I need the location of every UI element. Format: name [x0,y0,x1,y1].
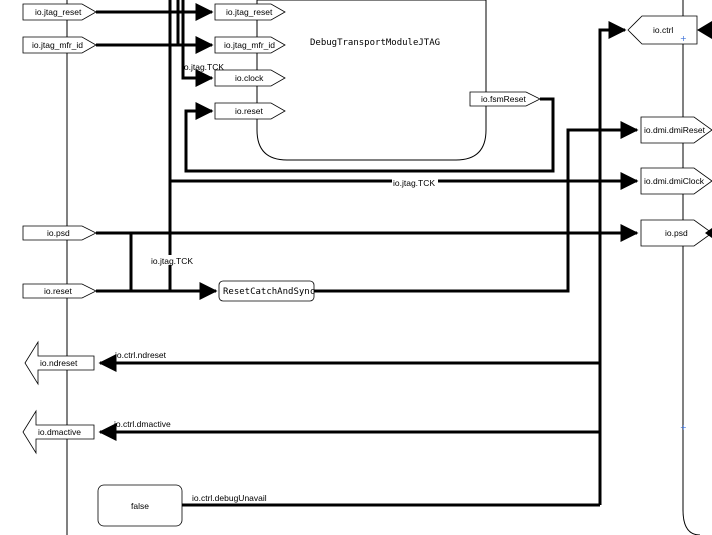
svg-text:io.dmi.dmiReset: io.dmi.dmiReset [644,125,706,135]
wire-label-jtag-tck-middle: io.jtag.TCK [393,178,435,188]
svg-text:io.psd: io.psd [665,228,688,238]
dtm-module-box [256,0,487,161]
dtm-port-reset[interactable]: io.reset [214,102,286,120]
wire-label-ctrl-ndreset: io.ctrl.ndreset [115,350,167,360]
svg-text:io.jtag_reset: io.jtag_reset [35,7,82,17]
svg-text:io.ctrl: io.ctrl [653,25,673,35]
right-port-ctrl[interactable]: io.ctrl [627,15,712,45]
left-port-reset[interactable]: io.reset [22,283,97,299]
svg-text:io.psd: io.psd [47,228,70,238]
wire-label-jtag-tck-lower: io.jtag.TCK [151,256,193,266]
right-port-dmi-clock[interactable]: io.dmi.dmiClock [640,167,712,195]
svg-text:io.jtag_mfr_id: io.jtag_mfr_id [224,40,275,50]
junction-mark-top: + [680,34,687,43]
right-boundary-line [682,0,701,535]
svg-text:io.ndreset: io.ndreset [40,358,78,368]
wire-label-ctrl-debug-unavail: io.ctrl.debugUnavail [192,493,267,503]
svg-text:io.reset: io.reset [44,286,73,296]
svg-text:ResetCatchAndSync: ResetCatchAndSync [223,287,315,297]
wires [96,0,639,507]
right-port-psd[interactable]: io.psd [640,219,712,247]
svg-text:io.reset: io.reset [235,106,264,116]
svg-text:io.dmactive: io.dmactive [38,427,81,437]
reset-catch-and-sync-block[interactable]: ResetCatchAndSync [218,280,315,302]
dtm-port-jtag-mfr-id[interactable]: io.jtag_mfr_id [214,36,286,54]
junction-mark-bottom: + [680,423,687,432]
right-port-dmi-reset[interactable]: io.dmi.dmiReset [640,116,712,144]
svg-text:io.fsmReset: io.fsmReset [481,94,527,104]
dtm-port-fsm-reset[interactable]: io.fsmReset [469,91,541,107]
left-port-dmactive[interactable]: io.dmactive [22,409,95,455]
dtm-port-clock[interactable]: io.clock [214,69,286,87]
dtm-module-title: DebugTransportModuleJTAG [310,38,440,48]
svg-text:false: false [131,501,149,511]
left-port-ndreset[interactable]: io.ndreset [24,340,95,386]
svg-text:io.dmi.dmiClock: io.dmi.dmiClock [644,176,705,186]
wire-label-jtag-tck-upper: io.jtag.TCK [182,62,224,72]
left-port-psd[interactable]: io.psd [22,225,97,241]
svg-text:io.clock: io.clock [235,73,264,83]
svg-text:io.jtag_mfr_id: io.jtag_mfr_id [32,40,83,50]
svg-text:io.jtag_reset: io.jtag_reset [226,7,273,17]
left-port-jtag-mfr-id[interactable]: io.jtag_mfr_id [22,36,97,54]
wire-label-ctrl-dmactive: io.ctrl.dmactive [114,419,171,429]
false-constant-block[interactable]: false [97,484,183,527]
dtm-port-jtag-reset[interactable]: io.jtag_reset [214,3,286,21]
left-port-jtag-reset[interactable]: io.jtag_reset [22,3,97,21]
